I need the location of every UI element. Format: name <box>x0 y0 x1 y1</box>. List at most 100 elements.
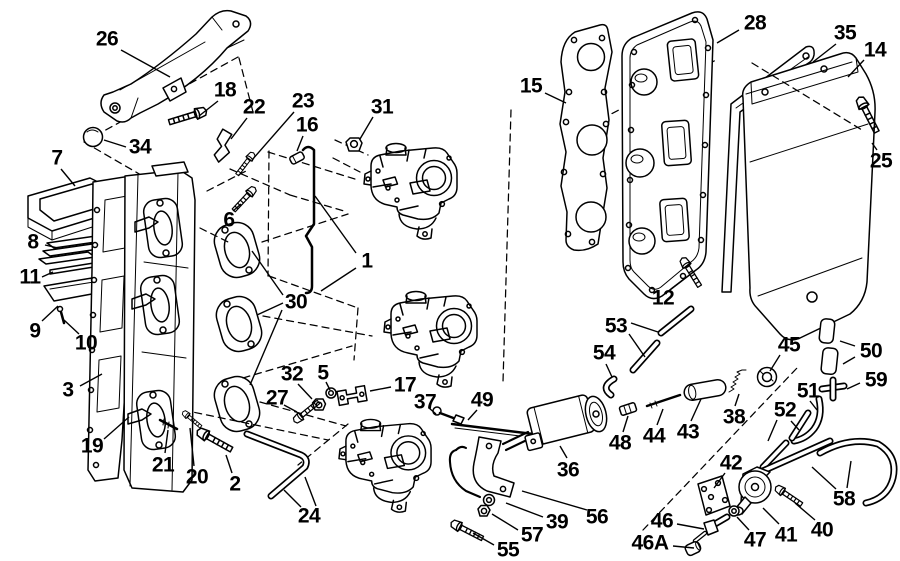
leader-line-57 <box>491 513 519 531</box>
part-10-pin <box>56 305 66 325</box>
part-34-plug <box>82 126 104 148</box>
part-26-silencer-bracket <box>100 9 252 123</box>
part-58-hoses <box>752 437 898 507</box>
leader-line-30 <box>256 302 284 316</box>
leader-line-28 <box>716 29 740 44</box>
leader-line-52 <box>790 420 800 431</box>
leader-line-59 <box>846 382 861 390</box>
leader-line-44 <box>656 408 664 426</box>
part-17-link-bracket <box>336 384 368 407</box>
leader-line-27 <box>283 404 298 413</box>
leader-line-1 <box>320 267 357 292</box>
leader-line-24 <box>304 476 317 507</box>
leader-line-50 <box>842 356 856 365</box>
leader-line-5 <box>325 381 331 391</box>
leader-line-30 <box>251 250 284 296</box>
leader-line-26 <box>120 49 171 78</box>
alignment-dashed-lines-front <box>502 62 863 531</box>
leader-line-49 <box>467 409 478 421</box>
leader-line-9 <box>41 305 59 322</box>
carburetor-middle <box>383 290 478 388</box>
part-21-stud <box>158 418 179 431</box>
leader-line-3 <box>79 373 103 387</box>
part-31-nut <box>345 137 363 152</box>
carburetor-top <box>363 142 458 240</box>
leader-line-42 <box>713 472 726 489</box>
leader-line-46A <box>672 545 695 549</box>
part-52-hoses <box>759 409 812 471</box>
leader-line-50 <box>839 340 856 347</box>
leader-line-1 <box>314 195 357 254</box>
leader-line-24 <box>283 489 302 508</box>
part-24-hose <box>243 430 310 500</box>
part-23-screw <box>233 150 258 178</box>
leader-line-23 <box>251 111 295 161</box>
leader-line-38 <box>734 393 740 407</box>
leader-line-47 <box>736 516 750 531</box>
leader-line-32 <box>297 383 313 400</box>
leader-line-37 <box>428 407 437 415</box>
part-53-hoses <box>629 305 695 374</box>
part-14-outer-cover <box>741 51 876 341</box>
part-28-inner-cover <box>621 11 714 300</box>
leader-line-46 <box>676 523 705 530</box>
part-41-fuel-pump <box>732 466 772 516</box>
leader-line-18 <box>198 100 219 117</box>
part-51-hose <box>790 395 824 445</box>
leader-line-58 <box>811 466 837 490</box>
leader-line-12 <box>670 278 685 290</box>
leader-line-25 <box>871 142 878 151</box>
leader-line-14 <box>847 59 865 78</box>
leader-lines <box>41 29 878 549</box>
part-47-o-ring <box>728 505 740 517</box>
leader-line-54 <box>605 363 613 378</box>
part-42-plate <box>697 475 731 516</box>
part-38-spring <box>728 369 747 393</box>
leader-line-41 <box>762 507 780 525</box>
leader-line-48 <box>622 415 629 433</box>
part-3-intake-manifold <box>86 161 196 493</box>
leader-line-55 <box>472 532 495 546</box>
leader-line-45 <box>769 354 781 372</box>
leader-line-22 <box>230 117 248 140</box>
leader-line-10 <box>63 319 80 335</box>
part-45-grommet <box>756 366 778 388</box>
leader-line-43 <box>690 398 702 422</box>
part-43-tube <box>683 378 727 402</box>
part-50-tubes <box>818 318 839 376</box>
leader-line-6 <box>232 203 242 212</box>
part-39-ground-wire <box>448 445 496 507</box>
leader-line-11 <box>41 271 54 278</box>
part-56-bracket <box>472 436 515 498</box>
leader-line-7 <box>60 168 76 187</box>
leader-line-53 <box>630 322 659 333</box>
part-40-screw <box>772 482 805 509</box>
part-55-screw <box>448 517 486 544</box>
leader-line-2 <box>225 454 233 474</box>
leader-line-39 <box>505 502 544 518</box>
part-5-washer <box>325 387 337 399</box>
part-44-rod <box>645 393 682 409</box>
part-48-fitting <box>618 402 638 416</box>
carburetor-bottom <box>338 418 432 513</box>
part-30-gasket-top <box>209 217 265 283</box>
leader-line-34 <box>103 139 127 148</box>
leader-line-21 <box>164 429 169 454</box>
part-54-clip <box>602 375 618 399</box>
leader-line-35 <box>812 43 837 63</box>
leader-line-8 <box>44 244 59 249</box>
part-30-gasket-bottom <box>209 371 265 437</box>
part-30-gasket-middle <box>211 291 267 357</box>
part-59-tee-fitting <box>818 376 848 402</box>
leader-line-56 <box>521 490 588 511</box>
leader-line-51 <box>809 400 818 411</box>
leader-line-17 <box>369 386 392 392</box>
part-37-link <box>432 406 465 425</box>
part-2-bolt <box>193 425 235 456</box>
part-46-fitting <box>692 513 731 544</box>
part-57-nut <box>477 504 491 517</box>
leader-line-58 <box>846 460 852 489</box>
part-22-bracket <box>213 128 233 163</box>
